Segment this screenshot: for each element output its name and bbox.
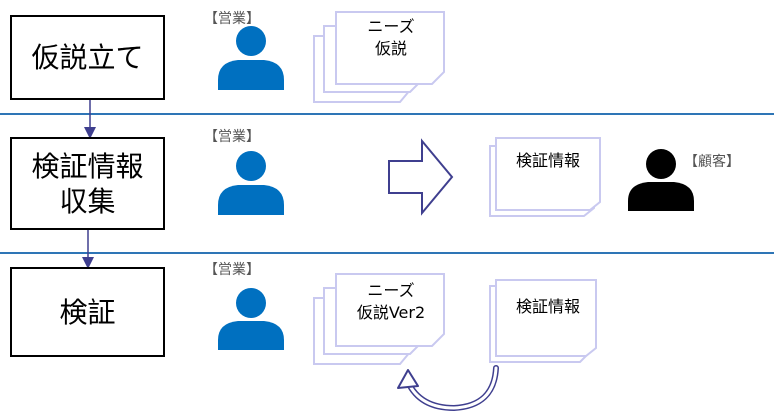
step-hypothesis: 仮説立て	[10, 15, 165, 100]
sales-role-label-row3: 【営業】	[204, 262, 260, 278]
step-info-collection-label-line2: 収集	[59, 184, 116, 218]
person-icon	[218, 26, 284, 90]
step-info-collection: 検証情報 収集	[10, 137, 165, 230]
verification-info-text-row3: 検証情報	[515, 297, 580, 316]
row-divider-1	[0, 113, 774, 115]
sales-role-label-row1: 【営業】	[204, 11, 260, 27]
step-hypothesis-label: 仮説立て	[31, 41, 144, 74]
document-stack-verification-info	[489, 137, 601, 217]
person-icon	[628, 149, 694, 211]
right-arrow-icon	[388, 138, 454, 216]
person-icon	[218, 151, 284, 215]
needs-hypothesis-line2: 仮説	[374, 38, 407, 58]
needs-hypothesis-v2-line1: ニーズ	[367, 281, 415, 300]
step-verification-label: 検証	[59, 295, 116, 329]
sales-role-label-row2: 【営業】	[204, 129, 260, 145]
needs-hypothesis-v2-line2: 仮説Ver2	[356, 302, 426, 322]
document-stack-needs-hypothesis	[313, 11, 445, 103]
step-info-collection-label-line1: 検証情報	[31, 149, 144, 183]
step-verification: 検証	[10, 267, 165, 357]
needs-hypothesis-line1: ニーズ	[367, 17, 415, 36]
needs-hypothesis-v2-text: ニーズ 仮説Ver2	[336, 280, 446, 323]
person-icon	[218, 288, 284, 350]
customer-role-label: 【顧客】	[684, 154, 740, 170]
document-stack-needs-hypothesis-v2	[313, 273, 445, 365]
verification-info-text-row2: 検証情報	[515, 151, 580, 170]
curved-arrow-icon	[397, 365, 499, 412]
document-stack-verification-info-row3	[489, 279, 597, 363]
needs-hypothesis-text: ニーズ 仮説	[338, 16, 444, 59]
row-divider-2	[0, 252, 774, 254]
